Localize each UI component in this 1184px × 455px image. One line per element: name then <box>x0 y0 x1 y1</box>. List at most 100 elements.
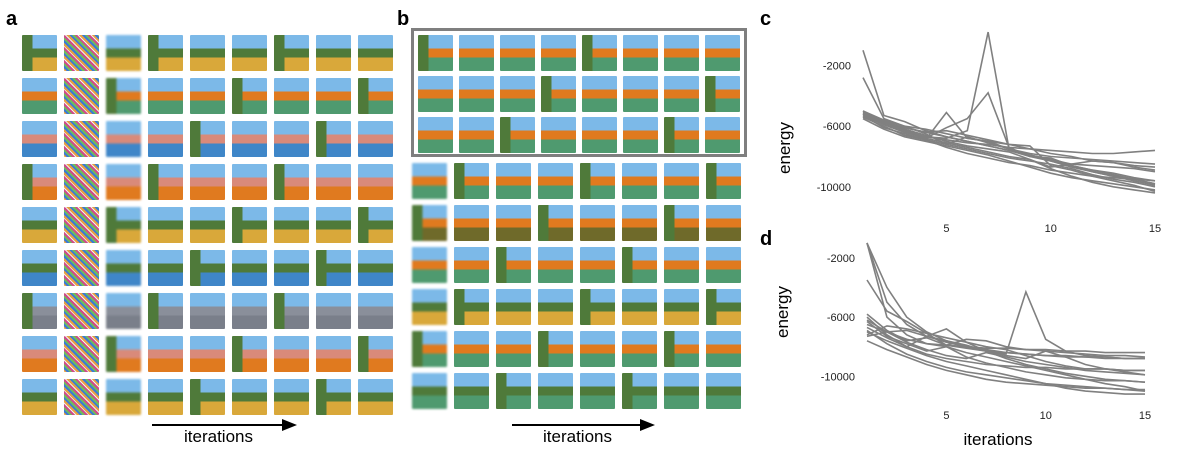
maze-view-thumbnail <box>274 78 309 114</box>
maze-view-thumbnail <box>418 117 453 153</box>
maze-view-thumbnail <box>664 373 699 409</box>
maze-view-thumbnail <box>580 247 615 283</box>
chart-c-ytick-label: -6000 <box>823 121 851 133</box>
maze-view-thumbnail <box>316 121 351 157</box>
chart-d-series-line <box>866 329 1146 376</box>
maze-view-thumbnail <box>190 121 225 157</box>
maze-view-thumbnail <box>274 293 309 329</box>
maze-view-thumbnail <box>106 121 141 157</box>
maze-view-thumbnail <box>418 35 453 71</box>
panel-a-arrow <box>152 419 297 431</box>
maze-view-thumbnail <box>541 35 576 71</box>
maze-view-thumbnail <box>664 35 699 71</box>
maze-view-thumbnail <box>664 289 699 325</box>
maze-view-thumbnail <box>358 78 393 114</box>
maze-view-thumbnail <box>274 121 309 157</box>
maze-view-thumbnail <box>358 336 393 372</box>
maze-view-thumbnail <box>582 76 617 112</box>
maze-view-thumbnail <box>580 331 615 367</box>
maze-view-thumbnail <box>412 373 447 409</box>
chart-d-xtick-label: 15 <box>1139 410 1151 422</box>
chart-d-ytick-label: -2000 <box>827 253 855 265</box>
maze-view-thumbnail <box>538 205 573 241</box>
maze-view-thumbnail <box>316 379 351 415</box>
maze-view-thumbnail <box>22 293 57 329</box>
chart-d-series-line <box>866 319 1146 376</box>
maze-view-thumbnail <box>64 293 99 329</box>
maze-view-thumbnail <box>232 121 267 157</box>
maze-view-thumbnail <box>148 121 183 157</box>
maze-view-thumbnail <box>316 250 351 286</box>
maze-view-thumbnail <box>580 205 615 241</box>
maze-view-thumbnail <box>106 293 141 329</box>
maze-view-thumbnail <box>64 78 99 114</box>
maze-view-thumbnail <box>232 207 267 243</box>
maze-view-thumbnail <box>106 207 141 243</box>
maze-view-thumbnail <box>190 78 225 114</box>
maze-view-thumbnail <box>106 35 141 71</box>
maze-view-thumbnail <box>22 250 57 286</box>
panel-b-caption: iterations <box>543 427 612 446</box>
maze-view-thumbnail <box>706 373 741 409</box>
chart-c-ytick-label: -10000 <box>817 182 851 194</box>
maze-view-thumbnail <box>190 35 225 71</box>
maze-view-thumbnail <box>106 78 141 114</box>
maze-view-thumbnail <box>22 207 57 243</box>
maze-view-thumbnail <box>358 250 393 286</box>
maze-view-thumbnail <box>64 164 99 200</box>
panel-b-image-grid <box>412 163 743 409</box>
maze-view-thumbnail <box>358 35 393 71</box>
maze-view-thumbnail <box>622 373 657 409</box>
maze-view-thumbnail <box>190 164 225 200</box>
maze-view-thumbnail <box>622 289 657 325</box>
maze-view-thumbnail <box>580 289 615 325</box>
chart-c-xtick-label: 10 <box>1045 223 1057 235</box>
maze-view-thumbnail <box>316 164 351 200</box>
maze-view-thumbnail <box>664 163 699 199</box>
maze-view-thumbnail <box>706 205 741 241</box>
maze-view-thumbnail <box>623 35 658 71</box>
maze-view-thumbnail <box>496 373 531 409</box>
maze-view-thumbnail <box>664 117 699 153</box>
chart-d-ylabel: energy <box>773 286 792 338</box>
chart-d-series-line <box>866 279 1146 358</box>
chart-d-series-line <box>866 323 1146 392</box>
maze-view-thumbnail <box>705 35 740 71</box>
maze-view-thumbnail <box>190 250 225 286</box>
maze-view-thumbnail <box>148 293 183 329</box>
maze-view-thumbnail <box>459 117 494 153</box>
maze-view-thumbnail <box>106 336 141 372</box>
chart-d-series-line <box>866 329 1146 392</box>
chart-c-series-line <box>862 111 1156 185</box>
chart-d-series-line <box>866 313 1145 360</box>
maze-view-thumbnail <box>454 247 489 283</box>
maze-view-thumbnail <box>496 205 531 241</box>
maze-view-thumbnail <box>232 250 267 286</box>
maze-view-thumbnail <box>622 205 657 241</box>
maze-view-thumbnail <box>538 163 573 199</box>
chart-d-xlabel: iterations <box>964 430 1033 449</box>
maze-view-thumbnail <box>705 76 740 112</box>
chart-c-series-line <box>862 113 1156 194</box>
chart-c-series-line <box>862 111 1156 168</box>
chart-c-xtick-label: 5 <box>943 223 949 235</box>
maze-view-thumbnail <box>459 35 494 71</box>
maze-view-thumbnail <box>232 78 267 114</box>
panel-b-arrow <box>512 419 655 431</box>
chart-c-series-line <box>862 110 1156 182</box>
maze-view-thumbnail <box>22 35 57 71</box>
panel-b-framed-grid <box>418 35 742 153</box>
maze-view-thumbnail <box>358 164 393 200</box>
maze-view-thumbnail <box>538 247 573 283</box>
maze-view-thumbnail <box>148 250 183 286</box>
maze-view-thumbnail <box>538 331 573 367</box>
maze-view-thumbnail <box>316 293 351 329</box>
maze-view-thumbnail <box>664 331 699 367</box>
maze-view-thumbnail <box>412 289 447 325</box>
maze-view-thumbnail <box>274 164 309 200</box>
maze-view-thumbnail <box>454 331 489 367</box>
maze-view-thumbnail <box>664 205 699 241</box>
maze-view-thumbnail <box>64 207 99 243</box>
maze-view-thumbnail <box>582 35 617 71</box>
chart-d-xtick-label: 5 <box>943 410 949 422</box>
